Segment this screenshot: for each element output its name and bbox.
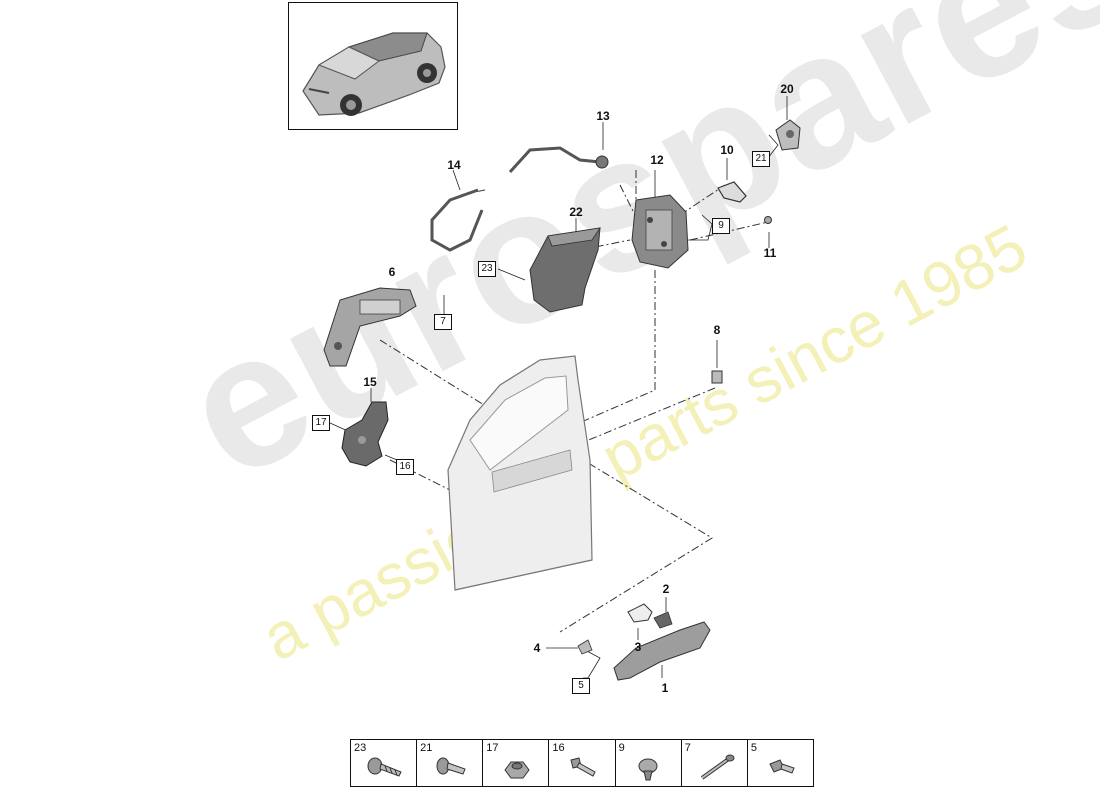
callout-14: 14 <box>447 158 461 172</box>
callout-1: 1 <box>661 681 669 695</box>
legend-cell-9: 9 <box>616 740 682 786</box>
legend-number: 21 <box>420 742 433 754</box>
boxed-callout-16: 16 <box>396 459 414 475</box>
legend-number: 7 <box>684 742 691 754</box>
legend-cell-5: 5 <box>748 740 813 786</box>
boxed-callout-9: 9 <box>712 218 730 234</box>
vehicle-thumbnail <box>288 2 458 130</box>
boxed-callout-23: 23 <box>478 261 496 277</box>
legend-number: 17 <box>486 742 499 754</box>
callout-12: 12 <box>650 153 664 167</box>
screw-icon <box>367 757 402 777</box>
callout-10: 10 <box>720 143 734 157</box>
bolt-icon <box>436 757 466 775</box>
boxed-callout-5: 5 <box>572 678 590 694</box>
legend-cell-21: 21 <box>417 740 484 786</box>
callout-4: 4 <box>533 641 541 655</box>
fastener-legend: 23 21 17 16 <box>350 739 814 787</box>
nut-icon <box>504 761 530 779</box>
legend-number: 23 <box>354 742 367 754</box>
long-screw-icon <box>700 754 735 780</box>
callout-15: 15 <box>363 375 377 389</box>
boxed-callout-21: 21 <box>752 151 770 167</box>
callout-3: 3 <box>634 640 642 654</box>
boxed-callout-17: 17 <box>312 415 330 431</box>
callout-2: 2 <box>662 582 670 596</box>
legend-number: 16 <box>552 742 565 754</box>
callout-11: 11 <box>763 246 777 260</box>
legend-number: 5 <box>750 742 757 754</box>
callout-13: 13 <box>596 109 610 123</box>
callout-6: 6 <box>388 265 396 279</box>
callout-22: 22 <box>569 205 583 219</box>
legend-cell-17: 17 <box>483 740 550 786</box>
legend-number: 9 <box>618 742 625 754</box>
legend-cell-16: 16 <box>549 740 616 786</box>
car-icon <box>302 32 446 116</box>
boxed-callout-7: 7 <box>434 314 452 330</box>
legend-cell-7: 7 <box>682 740 748 786</box>
callout-20: 20 <box>780 82 794 96</box>
legend-cell-23: 23 <box>351 740 418 786</box>
bolt-icon <box>570 757 597 777</box>
bolt-icon <box>769 759 795 774</box>
clip-icon <box>638 758 658 781</box>
callout-8: 8 <box>713 323 721 337</box>
